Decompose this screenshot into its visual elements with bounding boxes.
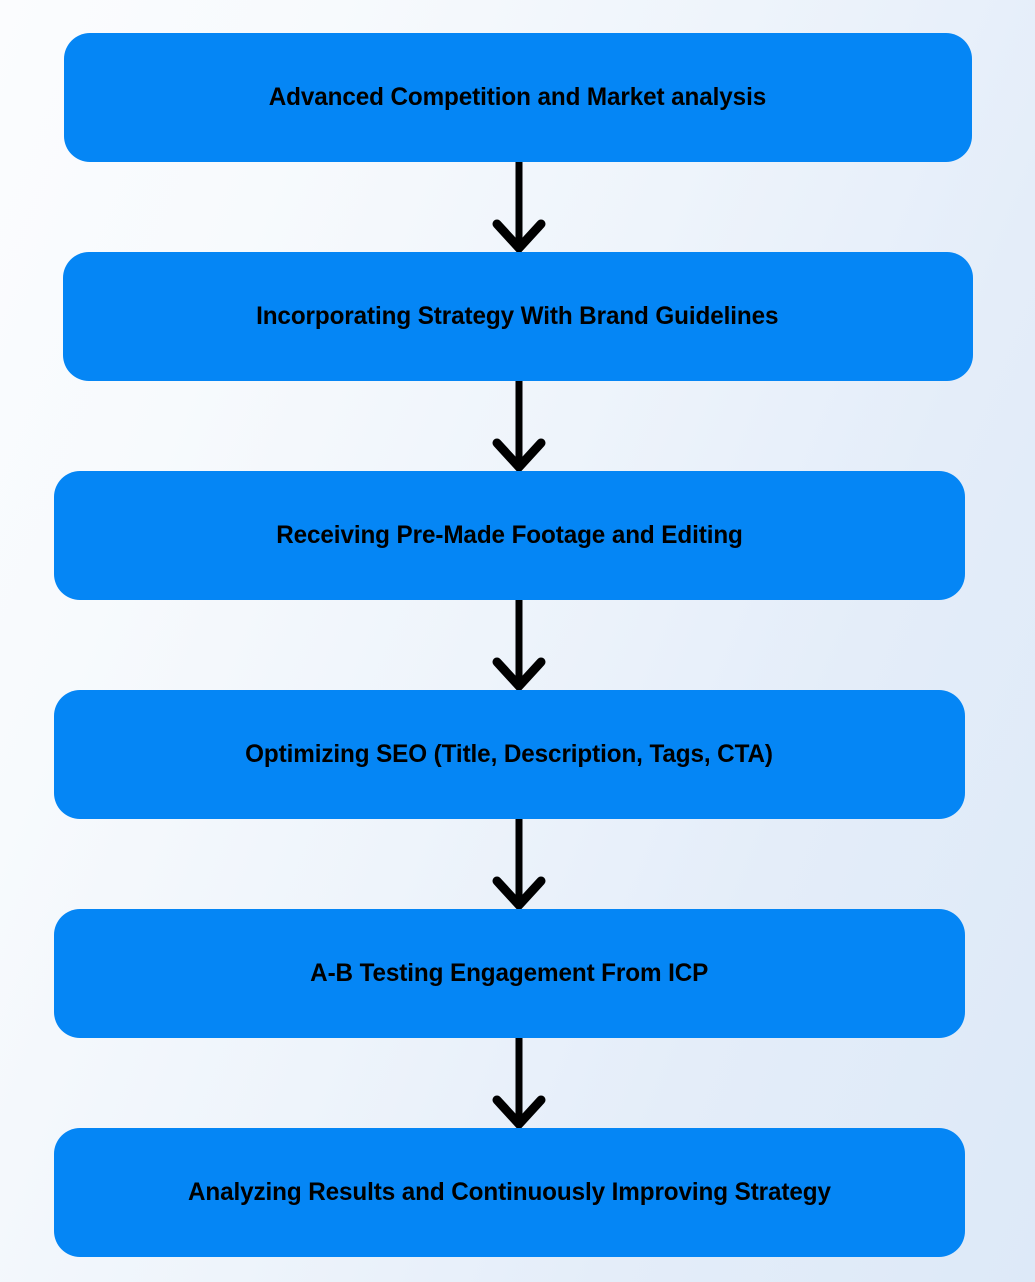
flow-node-6[interactable]: Analyzing Results and Continuously Impro… bbox=[54, 1128, 965, 1257]
flow-node-2[interactable]: Incorporating Strategy With Brand Guidel… bbox=[62, 252, 973, 381]
flow-connector-3-to-4 bbox=[0, 600, 1035, 690]
arrow-down-icon bbox=[492, 819, 545, 909]
flow-node-1-label: Advanced Competition and Market analysis bbox=[268, 82, 767, 111]
flow-node-5[interactable]: A-B Testing Engagement From ICP bbox=[54, 909, 965, 1038]
flow-node-1[interactable]: Advanced Competition and Market analysis bbox=[63, 33, 972, 162]
flow-node-6-label: Analyzing Results and Continuously Impro… bbox=[188, 1177, 831, 1206]
arrow-down-icon bbox=[492, 162, 545, 252]
flow-node-3[interactable]: Receiving Pre-Made Footage and Editing bbox=[54, 471, 965, 600]
flow-node-4-label: Optimizing SEO (Title, Description, Tags… bbox=[245, 739, 774, 768]
flow-step-row-2: Incorporating Strategy With Brand Guidel… bbox=[0, 252, 1035, 381]
flow-node-3-label: Receiving Pre-Made Footage and Editing bbox=[276, 520, 743, 549]
flow-connector-1-to-2 bbox=[0, 162, 1035, 252]
flow-step-row-5: A-B Testing Engagement From ICP bbox=[0, 909, 1035, 1038]
flow-connector-2-to-3 bbox=[0, 381, 1035, 471]
flow-step-row-3: Receiving Pre-Made Footage and Editing bbox=[0, 471, 1035, 600]
arrow-down-icon bbox=[492, 600, 545, 690]
flow-connector-4-to-5 bbox=[0, 819, 1035, 909]
arrow-down-icon bbox=[492, 381, 545, 471]
flow-step-row-1: Advanced Competition and Market analysis bbox=[0, 33, 1035, 162]
flow-step-row-4: Optimizing SEO (Title, Description, Tags… bbox=[0, 690, 1035, 819]
flow-node-2-label: Incorporating Strategy With Brand Guidel… bbox=[256, 301, 779, 330]
arrow-down-icon bbox=[492, 1038, 545, 1128]
flow-connector-5-to-6 bbox=[0, 1038, 1035, 1128]
flow-node-4[interactable]: Optimizing SEO (Title, Description, Tags… bbox=[54, 690, 965, 819]
flow-step-row-6: Analyzing Results and Continuously Impro… bbox=[0, 1128, 1035, 1257]
flow-node-5-label: A-B Testing Engagement From ICP bbox=[310, 958, 709, 987]
